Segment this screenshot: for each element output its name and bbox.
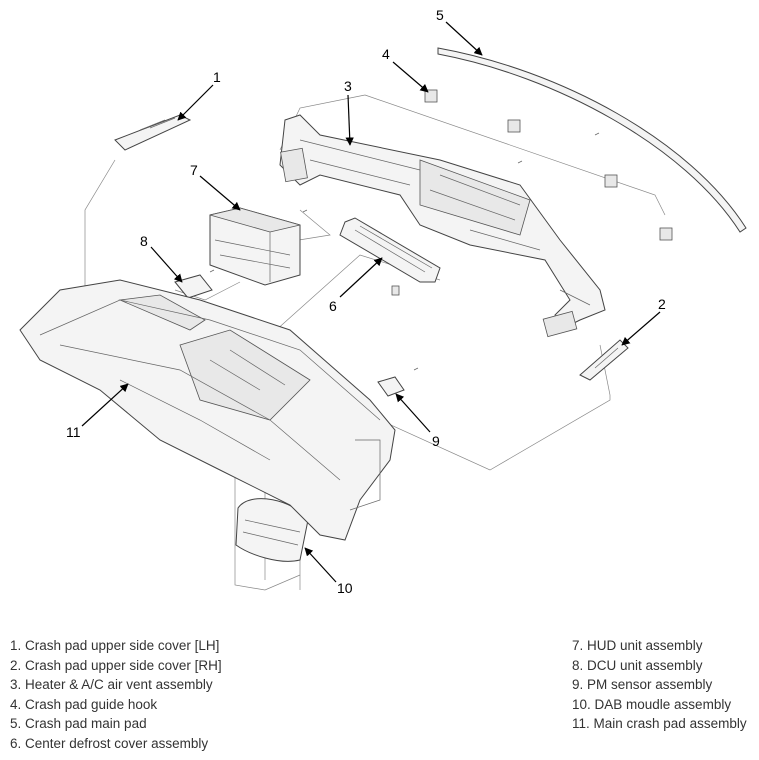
legend-item-9: 9. PM sensor assembly — [572, 677, 713, 693]
legend-item-6: 6. Center defrost cover assembly — [10, 735, 209, 751]
legend-item-5: 5. Crash pad main pad — [10, 716, 147, 732]
legend-left-column: 1. Crash pad upper side cover [LH] 2. Cr… — [10, 636, 222, 754]
callout-5: 5 — [436, 7, 444, 23]
callout-2: 2 — [658, 296, 666, 312]
callout-1: 1 — [213, 69, 221, 85]
exploded-parts-diagram: 1 2 3 4 5 6 7 8 9 10 11 — [19, 7, 747, 596]
part-11-main-crash-pad — [19, 279, 396, 541]
part-6-center-defrost-cover — [339, 217, 441, 296]
legend-item-4: 4. Crash pad guide hook — [10, 696, 158, 712]
part-2-crash-pad-side-cover-rh — [579, 339, 629, 381]
legend-right-column: 7. HUD unit assembly 8. DCU unit assembl… — [572, 636, 747, 734]
part-7-hud-unit — [209, 207, 301, 286]
legend-item-11: 11. Main crash pad assembly — [572, 716, 747, 732]
part-4-guide-hooks — [209, 89, 673, 371]
legend-item-8: 8. DCU unit assembly — [572, 657, 703, 673]
legend-item-2: 2. Crash pad upper side cover [RH] — [10, 657, 222, 673]
part-3-air-vent-duct — [279, 114, 606, 338]
legend-item-10: 10. DAB moudle assembly — [572, 696, 732, 712]
callout-10: 10 — [337, 580, 353, 596]
callout-3: 3 — [344, 78, 352, 94]
legend-item-7: 7. HUD unit assembly — [572, 638, 703, 653]
leader-arrows — [81, 21, 661, 583]
part-8-dcu-unit — [174, 274, 213, 299]
callout-8: 8 — [140, 233, 148, 249]
part-9-pm-sensor — [377, 376, 405, 397]
callout-7: 7 — [190, 162, 198, 178]
legend-item-1: 1. Crash pad upper side cover [LH] — [10, 638, 220, 653]
callout-6: 6 — [329, 298, 337, 314]
part-10-dab-module — [235, 498, 309, 562]
callout-11: 11 — [66, 424, 81, 440]
part-5-crash-pad-main-pad — [437, 47, 747, 233]
callout-4: 4 — [382, 46, 390, 62]
legend-item-3: 3. Heater & A/C air vent assembly — [10, 677, 213, 693]
part-1-crash-pad-side-cover-lh — [114, 114, 192, 151]
callout-9: 9 — [432, 433, 440, 449]
